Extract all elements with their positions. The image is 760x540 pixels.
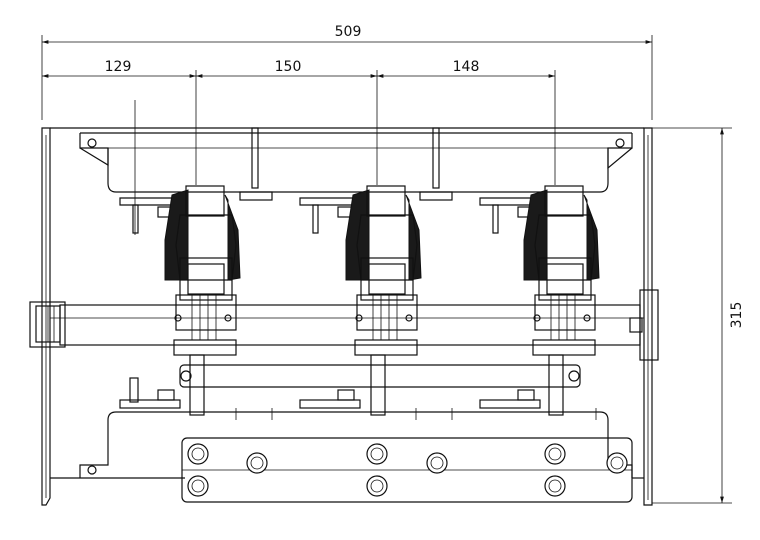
dimension-pitches: 129 150 148 — [42, 59, 556, 185]
pole-assembly-right — [523, 185, 600, 416]
dimension-label-pitch-right: 148 — [453, 59, 480, 75]
dimension-label-pitch-middle: 150 — [275, 59, 302, 75]
lower-rail — [119, 364, 581, 409]
top-mounting-plate — [79, 100, 633, 235]
pole-assembly-middle — [345, 185, 422, 416]
pole-assembly-left — [164, 185, 241, 416]
dimension-height: 315 — [652, 127, 745, 504]
dimension-label-height: 315 — [729, 302, 745, 329]
frame — [41, 127, 653, 506]
dimension-overall-width: 509 — [41, 24, 653, 120]
dimension-label-pitch-left: 129 — [105, 59, 132, 75]
main-shaft — [29, 289, 659, 361]
dimension-label-overall-width: 509 — [335, 24, 362, 40]
bus-bar-bolts — [187, 443, 628, 497]
lower-mounting-plate — [79, 408, 633, 478]
